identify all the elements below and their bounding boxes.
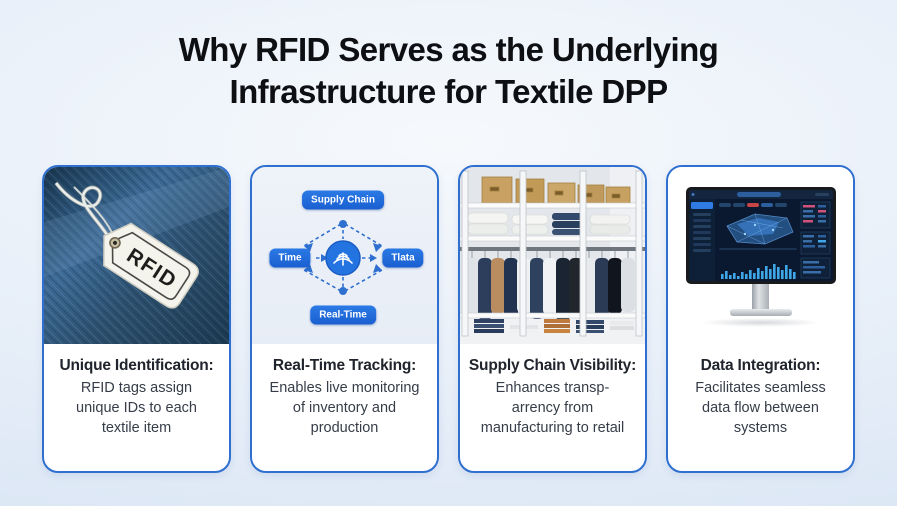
card-heading: Unique Identification: bbox=[59, 357, 214, 374]
card-heading: Supply Chain Visibility: bbox=[468, 357, 637, 374]
card-body-line: manufacturing to retail bbox=[480, 420, 625, 436]
shelf-posts bbox=[461, 170, 643, 337]
diagram-connectors bbox=[303, 220, 383, 295]
analytics-monitor-illustration bbox=[668, 167, 853, 344]
card-text: Unique Identification: RFID tags assign … bbox=[44, 344, 229, 438]
card-body-line: production bbox=[310, 420, 379, 436]
card-body-line: RFID tags assign bbox=[80, 380, 193, 396]
card-text: Data Integration: Facilitates seamless d… bbox=[668, 344, 853, 438]
card-body-line: systems bbox=[733, 420, 788, 436]
card-unique-identification: RFID Unique Identification: RFID tags as… bbox=[42, 165, 231, 473]
diagram-node-data: Tlata bbox=[382, 248, 424, 268]
card-text: Real-Time Tracking: Enables live monitor… bbox=[252, 344, 437, 438]
desktop-monitor bbox=[685, 187, 836, 327]
denim-fabric-illustration: RFID bbox=[44, 167, 229, 344]
warehouse-illustration bbox=[460, 167, 645, 344]
monitor-stand-base bbox=[729, 309, 792, 316]
card-body-line: Enables live monitoring bbox=[269, 380, 420, 396]
monitor-stand-neck bbox=[752, 284, 769, 309]
card-body-line: unique IDs to each bbox=[76, 400, 197, 416]
card-data-integration: Data Integration: Facilitates seamless d… bbox=[666, 165, 855, 473]
card-body-line: of inventory and bbox=[292, 400, 397, 416]
page-title: Why RFID Serves as the Underlying Infras… bbox=[0, 0, 897, 113]
cardboard-boxes bbox=[481, 176, 631, 208]
mesh-map bbox=[725, 213, 794, 245]
page-title-line2: Infrastructure for Textile DPP bbox=[229, 72, 669, 110]
diagram-node-supply-chain: Supply Chain bbox=[302, 190, 384, 210]
right-panels bbox=[800, 201, 830, 279]
rfid-tag-photo: RFID bbox=[44, 167, 229, 344]
monitor-screen bbox=[685, 187, 836, 284]
rfid-network-diagram: Supply Chain Time Tlata Real-Time bbox=[252, 167, 437, 344]
dashboard-screen-content bbox=[688, 190, 833, 281]
folded-textiles bbox=[467, 212, 631, 235]
card-text: Supply Chain Visibility: Enhances transp… bbox=[460, 344, 645, 438]
page-title-line1: Why RFID Serves as the Underlying bbox=[178, 31, 719, 68]
card-heading: Data Integration: bbox=[700, 357, 821, 374]
card-heading: Real-Time Tracking: bbox=[272, 357, 417, 374]
rfid-signal-icon bbox=[333, 252, 353, 266]
tag-string bbox=[55, 182, 114, 244]
cards-row: RFID Unique Identification: RFID tags as… bbox=[0, 165, 897, 473]
bar-chart bbox=[720, 264, 796, 279]
card-real-time-tracking: Supply Chain Time Tlata Real-Time Real-T… bbox=[250, 165, 439, 473]
monitor-shadow bbox=[700, 318, 821, 327]
card-body-line: arrency from bbox=[511, 400, 594, 416]
card-body-line: Facilitates seamless bbox=[695, 380, 826, 396]
card-supply-chain-visibility: Supply Chain Visibility: Enhances transp… bbox=[458, 165, 647, 473]
clothing-warehouse-photo bbox=[460, 167, 645, 344]
diagram-node-time: Time bbox=[269, 248, 311, 268]
hanging-garments bbox=[465, 251, 635, 321]
card-body-line: data flow between bbox=[702, 400, 819, 416]
diagram-node-real-time: Real-Time bbox=[310, 305, 376, 325]
card-body-line: Enhances transp- bbox=[495, 380, 610, 396]
card-body-line: textile item bbox=[101, 420, 172, 436]
